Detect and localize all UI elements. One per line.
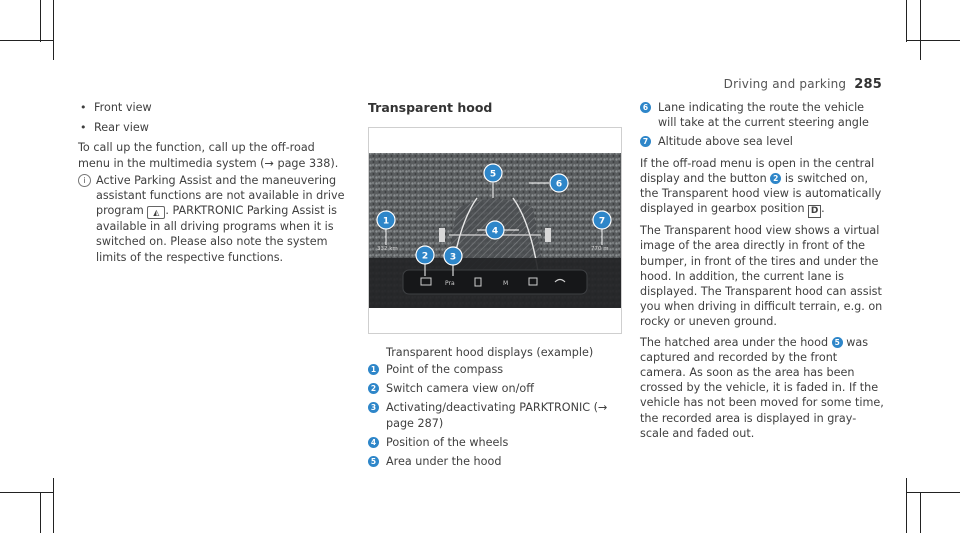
menu-icon [528,277,538,286]
callout-number: 2 [368,383,379,395]
paragraph-text: is switched on, the Transparent hood vie… [640,171,882,216]
callout-3: 3 [443,246,463,266]
wheel-marker-left [439,228,445,242]
m-label: M [503,280,508,287]
column-left: Front view Rear view To call up the func… [78,100,346,267]
svg-text:5: 5 [490,170,496,180]
svg-text:2: 2 [422,252,428,262]
crop-mark [906,492,960,493]
page-number: 285 [854,77,882,92]
svg-text:6: 6 [556,180,562,190]
callout-number: 6 [640,102,651,113]
callout-2: 2 [415,245,435,265]
crop-mark [920,0,921,60]
callout-5: 5 [483,163,503,183]
wheel-marker-right [545,228,551,242]
callout-number: 2 [770,172,782,184]
crop-mark [906,0,907,42]
right-value-label: 770 m [591,246,609,252]
crop-mark [906,40,960,41]
legend-text: Area under the hood [386,455,502,469]
legend-text: Switch camera view on/off [386,382,534,396]
camera-view-icon [420,277,432,286]
figure-frame: Pra M 332 km 770 m 1 2 3 4 5 6 7 [368,127,622,334]
callout-number: 4 [368,436,379,448]
svg-text:3: 3 [450,253,456,263]
svg-text:4: 4 [492,227,498,237]
callout-number: 3 [368,402,379,414]
legend-item: 6 Lane indicating the route the vehicle w… [640,100,884,130]
crop-mark [0,40,53,41]
paragraph-text: If the off-road menu is open in the cent… [640,156,875,185]
legend-item: 1 Point of the compass [368,362,618,377]
paragraph-text: . [821,202,825,216]
running-header: Driving and parking 285 [724,77,882,92]
link-icon [554,278,566,283]
paragraph-text: was captured and recorded by the front c… [640,335,884,440]
callout-4: 4 [485,220,505,240]
legend-text: Lane indicating the route the vehicle wi… [658,101,869,130]
bullet-item: Rear view [78,120,346,135]
legend-text: Altitude above sea level [658,135,793,149]
transparent-hood-illustration: Pra M 332 km 770 m 1 2 3 4 5 6 7 [369,153,621,308]
note-text-part1: Active Parking Assist and the maneuverin… [96,173,345,218]
legend-text: Point of the compass [386,363,504,376]
crop-mark [0,492,53,493]
paragraph-text: The hatched area under the hood [640,335,829,349]
gear-icon [474,277,482,287]
offroad-program-icon: ◭ [147,206,166,220]
crop-mark [40,492,41,533]
callout-1: 1 [376,210,396,230]
bullet-item: Front view [78,100,346,115]
legend-item: 3 Activating/deactivating PARKTRONIC (→ p… [368,400,618,430]
crop-mark [53,478,54,533]
legend-text: Position of the wheels [386,435,509,449]
svg-text:7: 7 [599,217,605,227]
legend-text: Activating/deactivating PARKTRONIC (→ pa… [386,401,608,430]
crop-mark [920,492,921,533]
control-pill [402,269,588,295]
info-icon: i [78,173,91,187]
crop-mark [40,0,41,42]
intro-paragraph: To call up the function, call up the off… [78,141,339,170]
legend-list: 1 Point of the compass 2 Switch camera vie… [368,362,618,473]
callout-6: 6 [549,173,569,193]
callout-number: 7 [640,136,651,148]
legend-item: 7 Altitude above sea level [640,134,884,149]
paragraph-hatched-area: The hatched area under the hood 5 was ca… [640,335,884,441]
figure-caption: Transparent hood displays (example) [386,346,594,359]
legend-item: 5 Area under the hood [368,454,618,469]
legend-item: 4 Position of the wheels [368,435,618,450]
note-text-part2: . PARKTRONIC Parking Assist is available… [96,204,337,264]
gear-d-icon: D [808,205,822,219]
callout-number: 5 [368,456,379,468]
svg-text:1: 1 [383,217,389,227]
paragraph-activation: If the off-road menu is open in the cent… [640,156,884,219]
column-right: 6 Lane indicating the route the vehicle w… [640,100,884,443]
callout-number: 5 [831,336,843,348]
pra-label: Pra [445,280,455,287]
left-value-label: 332 km [377,246,398,252]
legend-item: 2 Switch camera view on/off [368,381,618,396]
section-title: Driving and parking [723,77,847,91]
crop-mark [53,0,54,60]
crop-mark [906,478,907,533]
callout-7: 7 [592,210,612,230]
paragraph-description: The Transparent hood view shows a virtua… [640,224,883,329]
info-note: i Active Parking Assist and the maneuver… [78,173,346,265]
section-heading: Transparent hood [368,100,493,115]
callout-number: 1 [368,364,379,375]
